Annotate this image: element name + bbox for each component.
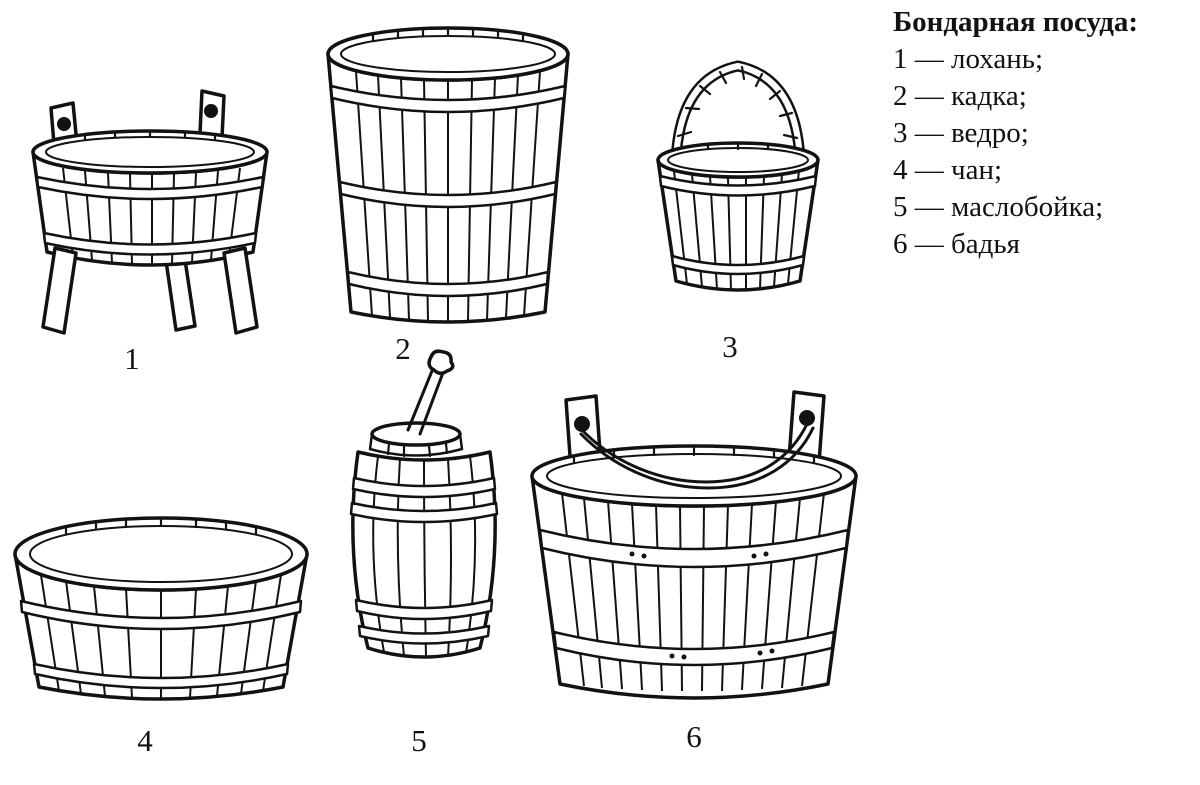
kadka-drawing xyxy=(326,26,570,324)
hoops xyxy=(19,599,303,690)
lid xyxy=(368,421,464,458)
legend-item-3: 3 — ведро; xyxy=(893,117,1029,149)
figure-chan: 4 xyxy=(6,504,316,758)
figure-vedro: 3 xyxy=(638,48,838,364)
figure-number-5: 5 xyxy=(411,723,427,758)
figure-badya: 6 xyxy=(514,384,874,754)
plunger-knob xyxy=(427,349,455,375)
front-legs xyxy=(41,246,259,335)
bail-handle xyxy=(578,420,815,490)
vedro-drawing xyxy=(656,60,820,292)
figure-number-6: 6 xyxy=(686,719,702,754)
legend: Бондарная посуда: 1 — лохань; 2 — кадка;… xyxy=(893,4,1138,263)
lohan-drawing xyxy=(31,89,269,335)
hoops xyxy=(538,528,850,667)
hoops xyxy=(658,174,818,276)
figure-number-1: 1 xyxy=(124,341,140,376)
hoops xyxy=(349,476,499,645)
rim xyxy=(656,141,820,179)
plunger-stick xyxy=(406,349,455,436)
legend-item-4: 4 — чан; xyxy=(893,154,1003,186)
legend-item-1: 1 — лохань; xyxy=(893,43,1044,75)
figure-number-2: 2 xyxy=(395,331,411,366)
legend-item-2: 2 — кадка; xyxy=(893,80,1027,112)
rim xyxy=(13,516,309,592)
legend-item-5: 5 — маслобойка; xyxy=(893,191,1104,223)
rope-handle xyxy=(670,60,806,166)
rim xyxy=(31,129,269,175)
legend-item-6: 6 — бадья xyxy=(893,228,1020,260)
chan-drawing xyxy=(13,516,309,701)
rim xyxy=(530,444,858,508)
maslobojka-drawing xyxy=(349,349,499,659)
figure-kadka: 2 xyxy=(308,14,588,366)
legend-title: Бондарная посуда: xyxy=(893,6,1139,38)
figure-lohan: 1 xyxy=(15,42,285,376)
figure-number-4: 4 xyxy=(137,723,153,758)
figure-number-3: 3 xyxy=(722,329,738,364)
figure-maslobojka: 5 xyxy=(344,348,504,758)
badya-drawing xyxy=(530,390,858,700)
hoops xyxy=(329,84,567,298)
hoops xyxy=(35,175,265,256)
rim xyxy=(326,26,570,82)
